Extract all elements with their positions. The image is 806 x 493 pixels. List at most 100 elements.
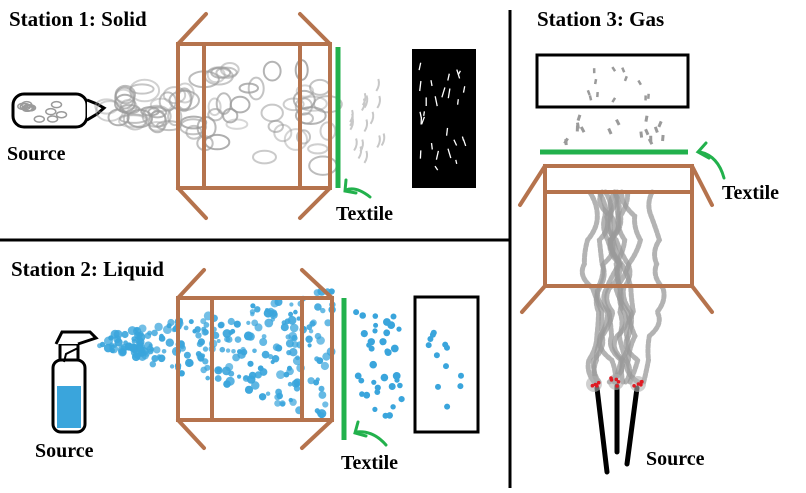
- liquid-droplet: [128, 326, 137, 335]
- liquid-droplet: [153, 346, 160, 353]
- liquid-droplet: [225, 363, 233, 371]
- station-3-source-label: Source: [646, 449, 705, 469]
- solid-particle: [377, 135, 380, 147]
- liquid-droplet: [243, 375, 248, 380]
- station-1-title: Station 1: Solid: [9, 9, 147, 30]
- liquid-droplet: [170, 364, 174, 368]
- liquid-droplet: [375, 385, 381, 391]
- liquid-droplet: [166, 339, 174, 347]
- liquid-droplet: [319, 386, 325, 392]
- liquid-droplet: [195, 332, 201, 338]
- liquid-droplet: [251, 320, 258, 327]
- liquid-droplet: [390, 404, 395, 409]
- gas-particle: [563, 138, 569, 145]
- solid-particle: [205, 135, 229, 149]
- liquid-droplet: [359, 312, 366, 319]
- incense-ember: [639, 383, 643, 387]
- solid-particle: [376, 79, 379, 91]
- gas-particle: [596, 92, 599, 97]
- liquid-droplet: [113, 335, 121, 343]
- station-2-textile-arrow: [355, 422, 386, 445]
- station-2-passing-droplets: [353, 309, 405, 419]
- liquid-droplet: [288, 382, 293, 387]
- liquid-droplet: [264, 309, 273, 318]
- liquid-droplet: [279, 400, 285, 406]
- liquid-droplet: [232, 354, 240, 362]
- station-1-frame: [178, 14, 330, 218]
- gas-particle: [661, 135, 665, 141]
- liquid-droplet: [316, 377, 320, 381]
- liquid-droplet: [258, 365, 264, 371]
- liquid-droplet: [308, 343, 312, 347]
- liquid-droplet: [244, 331, 253, 340]
- liquid-droplet: [247, 361, 253, 367]
- solid-particle: [354, 139, 357, 151]
- liquid-droplet: [393, 372, 401, 380]
- incense-ember: [609, 376, 613, 380]
- gas-particle: [576, 125, 579, 131]
- gas-particle: [649, 136, 652, 142]
- liquid-droplet: [251, 381, 259, 389]
- solid-particle: [371, 112, 374, 124]
- liquid-droplet: [229, 330, 234, 335]
- liquid-droplet: [275, 389, 282, 396]
- solid-particle: [308, 144, 327, 153]
- liquid-droplet: [353, 309, 359, 315]
- liquid-droplet: [264, 319, 273, 328]
- liquid-droplet: [252, 349, 257, 354]
- liquid-droplet: [289, 348, 297, 356]
- incense-ember: [617, 380, 621, 384]
- station-1-source-bottle: [13, 94, 104, 127]
- station-3-collection-box: [537, 55, 688, 107]
- liquid-droplet: [289, 302, 293, 306]
- liquid-droplet: [381, 374, 389, 382]
- incense-ember: [632, 384, 636, 388]
- liquid-droplet: [371, 380, 376, 385]
- liquid-droplet: [294, 382, 299, 387]
- solid-particle: [424, 111, 425, 116]
- liquid-droplet: [391, 345, 399, 353]
- liquid-droplet: [316, 357, 323, 364]
- liquid-droplet: [218, 322, 224, 328]
- liquid-droplet: [383, 413, 389, 419]
- liquid-droplet: [391, 314, 397, 320]
- liquid-droplet: [272, 355, 279, 362]
- liquid-droplet: [167, 323, 172, 328]
- liquid-droplet: [226, 377, 235, 386]
- liquid-droplet: [444, 404, 450, 410]
- station-3-title: Station 3: Gas: [537, 9, 664, 30]
- liquid-droplet: [305, 336, 312, 343]
- liquid-droplet: [369, 346, 375, 352]
- station-2-spray-bottle: [53, 332, 96, 432]
- gas-particle: [644, 116, 648, 122]
- solid-particle: [249, 78, 264, 100]
- liquid-droplet: [215, 375, 222, 382]
- liquid-droplet: [289, 398, 293, 402]
- gas-particle: [657, 121, 662, 128]
- liquid-droplet: [295, 355, 300, 360]
- liquid-droplet: [458, 373, 464, 379]
- liquid-droplet: [322, 353, 330, 361]
- gas-particle: [577, 114, 582, 121]
- solid-particle: [264, 62, 281, 81]
- liquid-droplet: [259, 338, 267, 346]
- liquid-droplet: [290, 324, 299, 333]
- liquid-droplet: [154, 323, 162, 331]
- incense-ember: [640, 380, 644, 384]
- liquid-droplet: [196, 351, 202, 357]
- liquid-droplet: [235, 336, 242, 343]
- liquid-droplet: [231, 349, 236, 354]
- liquid-droplet: [216, 367, 221, 372]
- liquid-droplet: [118, 345, 127, 354]
- liquid-droplet: [373, 313, 379, 319]
- liquid-droplet: [241, 349, 248, 356]
- liquid-droplet: [150, 361, 156, 367]
- liquid-droplet: [286, 368, 294, 376]
- station-3-incense-sticks: [597, 386, 637, 472]
- station-3-textile-arrow: [698, 143, 724, 178]
- liquid-droplet: [205, 376, 210, 381]
- liquid-droplet: [202, 358, 208, 364]
- liquid-droplet: [355, 373, 362, 380]
